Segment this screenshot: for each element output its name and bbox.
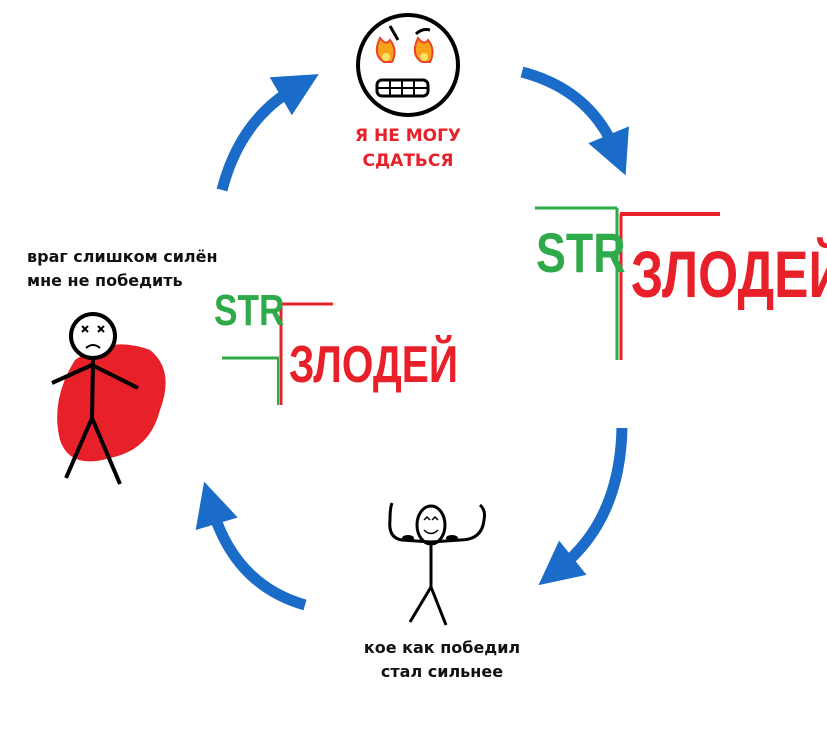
bottom-caption-line2: стал сильнее (380, 662, 504, 681)
big-hero-str-label: STR (536, 221, 626, 284)
arrow-left-to-top (216, 74, 319, 192)
arrow-top-to-right (520, 66, 629, 176)
defeated-stickman-icon (51, 312, 166, 485)
left-caption: враг слишком силён мне не победить (27, 245, 218, 293)
top-caption-line1: Я НЕ МОГУ (354, 126, 462, 146)
top-caption: Я НЕ МОГУ СДАТЬСЯ (328, 124, 488, 174)
arrow-right-to-bottom (538, 427, 628, 586)
top-caption-line2: СДАТЬСЯ (362, 151, 454, 171)
left-caption-line2: мне не победить (27, 271, 183, 290)
big-villain-label: ЗЛОДЕЙ (631, 237, 827, 311)
small-comparison-lines (222, 302, 333, 405)
strong-stickman-icon (388, 502, 486, 626)
small-hero-str-label: STR (214, 286, 285, 335)
big-comparison-lines (535, 206, 720, 360)
small-villain-label: ЗЛОДЕЙ (289, 336, 458, 394)
angry-face-icon (356, 13, 460, 117)
arrow-bottom-to-left (195, 481, 307, 611)
left-caption-line1: враг слишком силён (27, 247, 218, 266)
bottom-caption: кое как победил стал сильнее (362, 636, 522, 684)
bottom-caption-line1: кое как победил (363, 638, 521, 657)
